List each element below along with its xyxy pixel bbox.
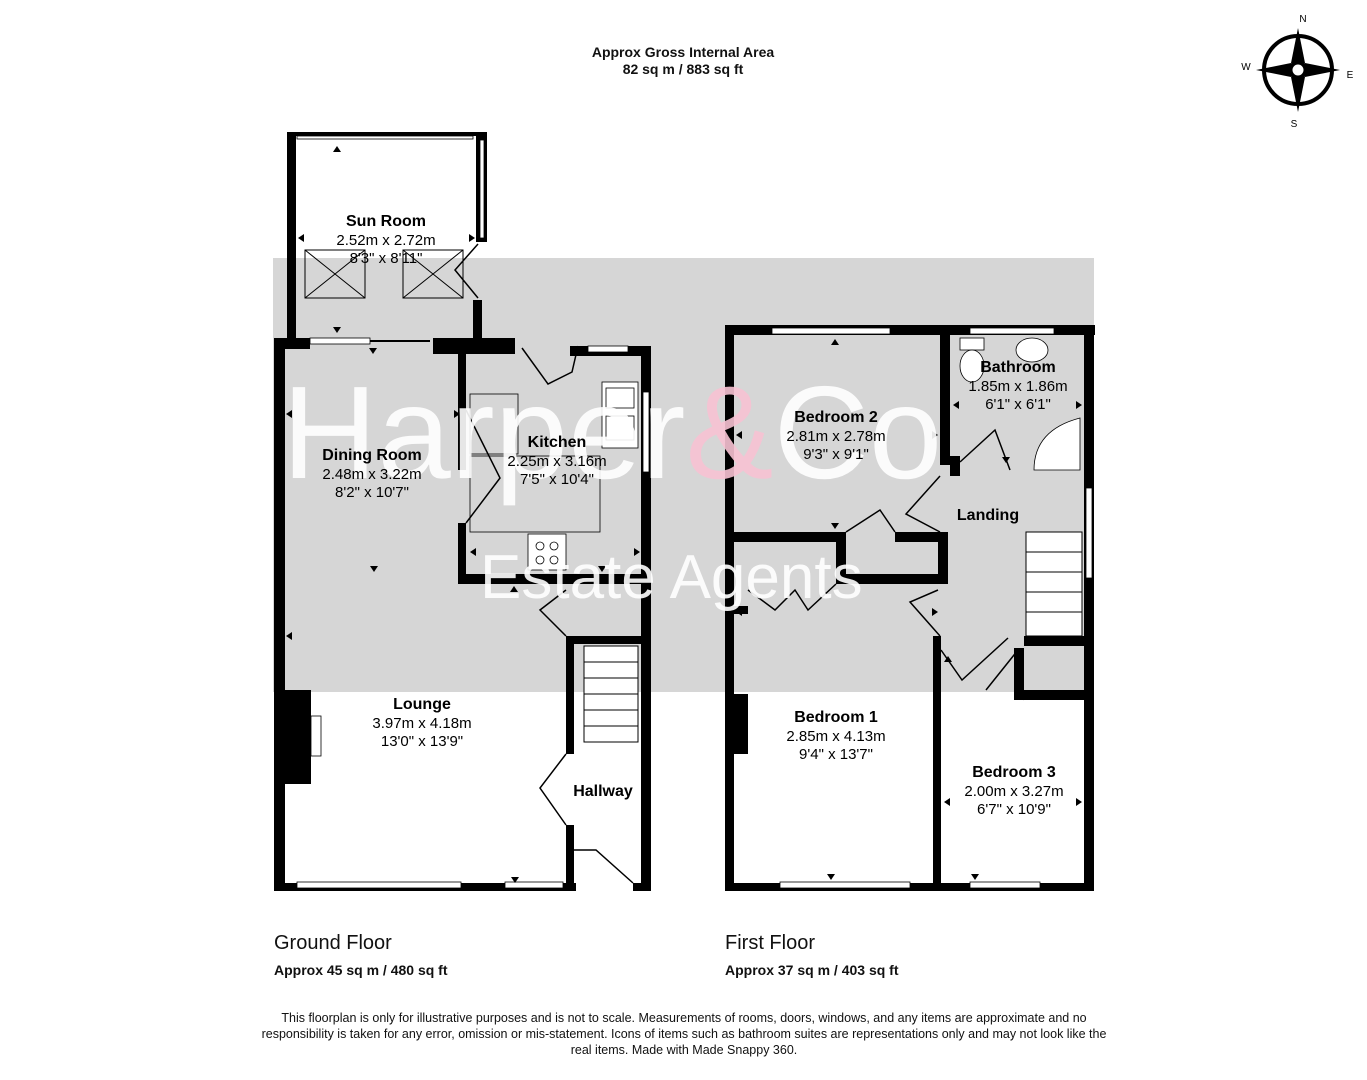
first-floor-title: First Floor bbox=[725, 932, 815, 954]
sun-room-name: Sun Room bbox=[346, 213, 426, 230]
skylights bbox=[304, 249, 464, 299]
header-title: Approx Gross Internal Area bbox=[591, 44, 775, 60]
landing-name: Landing bbox=[957, 507, 1019, 524]
compass-s: S bbox=[1291, 119, 1298, 130]
sun-room-metric: 2.52m x 2.72m bbox=[336, 232, 435, 249]
bathroom-imperial: 6'1" x 6'1" bbox=[985, 396, 1051, 413]
stairs-ground bbox=[583, 645, 639, 743]
bedroom2-metric: 2.81m x 2.78m bbox=[786, 428, 885, 445]
kitchen-fittings bbox=[469, 381, 639, 571]
windows-first bbox=[771, 327, 1093, 889]
lounge-name: Lounge bbox=[393, 696, 451, 713]
watermark-estate-agents: Estate Agents bbox=[480, 543, 863, 612]
compass-n: N bbox=[1299, 14, 1306, 25]
ground-floor-plan bbox=[274, 132, 651, 891]
bedroom1-name: Bedroom 1 bbox=[794, 709, 878, 726]
dining-room-name: Dining Room bbox=[322, 447, 422, 464]
header-area: 82 sq m / 883 sq ft bbox=[622, 61, 744, 77]
compass-icon: N S E W bbox=[1241, 14, 1353, 130]
doors-first bbox=[747, 428, 1025, 701]
dining-room-imperial: 8'2" x 10'7" bbox=[335, 484, 409, 501]
bedroom3-name: Bedroom 3 bbox=[972, 764, 1056, 781]
kitchen-imperial: 7'5" x 10'4" bbox=[520, 471, 594, 488]
hallway-name: Hallway bbox=[573, 783, 633, 800]
bedroom2-imperial: 9'3" x 9'1" bbox=[803, 446, 869, 463]
ground-floor-area: Approx 45 sq m / 480 sq ft bbox=[274, 962, 448, 978]
bathroom-fittings bbox=[959, 337, 1081, 471]
compass-e: E bbox=[1347, 70, 1354, 81]
sun-room-imperial: 8'3" x 8'11" bbox=[350, 250, 423, 267]
watermark-amp: & bbox=[685, 359, 773, 506]
bedroom2-name: Bedroom 2 bbox=[794, 409, 878, 426]
kitchen-name: Kitchen bbox=[528, 434, 587, 451]
disclaimer: This floorplan is only for illustrative … bbox=[261, 1011, 1107, 1057]
dining-room-metric: 2.48m x 3.22m bbox=[322, 466, 421, 483]
lounge-imperial: 13'0" x 13'9" bbox=[381, 733, 463, 750]
stairs-first bbox=[1025, 531, 1083, 637]
svg-text:Harper&Co: Harper&Co bbox=[282, 359, 942, 506]
room-labels: Sun Room 2.52m x 2.72m 8'3" x 8'11" Dini… bbox=[322, 213, 1067, 818]
watermark: Harper&Co Estate Agents bbox=[282, 359, 942, 612]
bedroom3-imperial: 6'7" x 10'9" bbox=[977, 801, 1051, 818]
doors-ground bbox=[454, 243, 634, 884]
first-floor-area: Approx 37 sq m / 403 sq ft bbox=[725, 962, 899, 978]
dimension-arrows bbox=[286, 146, 1082, 883]
ground-floor-title: Ground Floor bbox=[274, 932, 392, 954]
bedroom1-imperial: 9'4" x 13'7" bbox=[799, 746, 873, 763]
compass-w: W bbox=[1241, 62, 1251, 73]
bathroom-name: Bathroom bbox=[980, 359, 1056, 376]
lounge-metric: 3.97m x 4.18m bbox=[372, 715, 471, 732]
watermark-co: Co bbox=[774, 359, 943, 506]
kitchen-metric: 2.25m x 3.16m bbox=[507, 453, 606, 470]
bedroom3-metric: 2.00m x 3.27m bbox=[964, 783, 1063, 800]
bedroom1-metric: 2.85m x 4.13m bbox=[786, 728, 885, 745]
watermark-harper: Harper bbox=[282, 359, 685, 506]
bathroom-metric: 1.85m x 1.86m bbox=[968, 378, 1067, 395]
